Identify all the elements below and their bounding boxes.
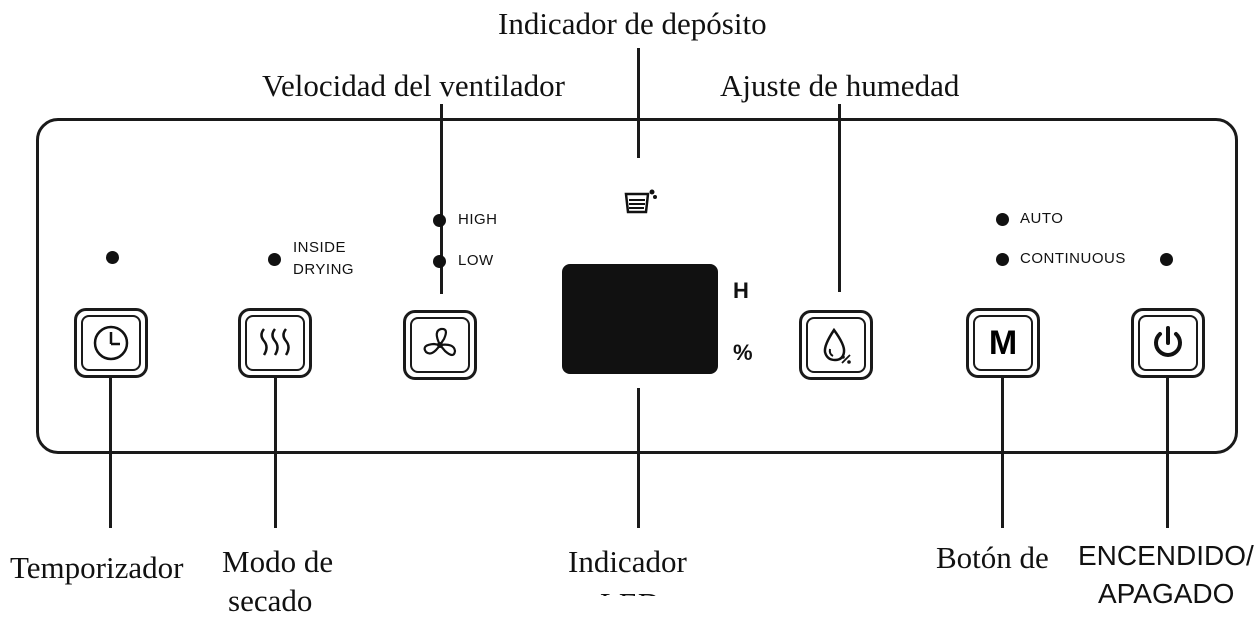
low-label: LOW [458,252,494,269]
low-indicator-dot [433,255,446,268]
mode-button-callout-1: Botón de [936,540,1049,575]
led-indicator-callout-2: LED [600,588,660,596]
high-indicator-dot [433,214,446,227]
high-label: HIGH [458,211,498,228]
timer-callout: Temporizador [10,550,184,585]
drying-mode-callout-2: secado [228,583,313,618]
humidity-setting-callout: Ajuste de humedad [720,68,960,103]
power-icon [1154,326,1182,357]
tank-leader-line [637,48,640,158]
timer-leader-line [109,378,112,528]
drying-mode-button[interactable] [238,308,312,378]
mode-leader-line [1001,378,1004,528]
heat-waves-icon [260,328,290,356]
fan-speed-callout: Velocidad del ventilador [262,68,566,103]
timer-button[interactable] [74,308,148,378]
drying-leader-line [274,378,277,528]
water-drop-icon [823,327,851,364]
unit-percent-label: % [733,340,753,365]
power-leader-line [1166,378,1169,528]
mode-button-letter: M [988,323,1018,362]
inside-drying-label-1: INSIDE [293,239,347,256]
fan-leader-line [440,104,443,294]
auto-indicator-dot [996,213,1009,226]
power-callout-1: ENCENDIDO/ [1078,540,1254,571]
inside-drying-label-2: DRYING [293,261,355,278]
mode-button-callout-clip: modo [1010,584,1022,592]
unit-h-label: H [733,278,749,303]
continuous-label: CONTINUOUS [1020,250,1126,267]
water-tank-icon [622,188,658,218]
fan-icon [423,327,457,357]
led-indicator-callout-clip: LED [600,588,680,596]
auto-label: AUTO [1020,210,1064,227]
tank-indicator-callout: Indicador de depósito [498,6,767,41]
continuous-indicator-dot [996,253,1009,266]
fan-speed-button[interactable] [403,310,477,380]
humidity-leader-line [838,104,841,292]
power-button[interactable] [1131,308,1205,378]
power-callout-2: APAGADO [1098,578,1235,609]
timer-indicator-dot [106,251,119,264]
led-indicator-callout-1: Indicador [568,544,687,579]
inside-drying-indicator-dot [268,253,281,266]
mode-button-callout-2: modo [1010,584,1022,592]
mode-button[interactable]: M [966,308,1040,378]
power-indicator-dot [1160,253,1173,266]
clock-icon [93,325,129,361]
humidity-button[interactable] [799,310,873,380]
led-display [562,264,718,374]
led-leader-line [637,388,640,528]
drying-mode-callout-1: Modo de [222,544,334,579]
